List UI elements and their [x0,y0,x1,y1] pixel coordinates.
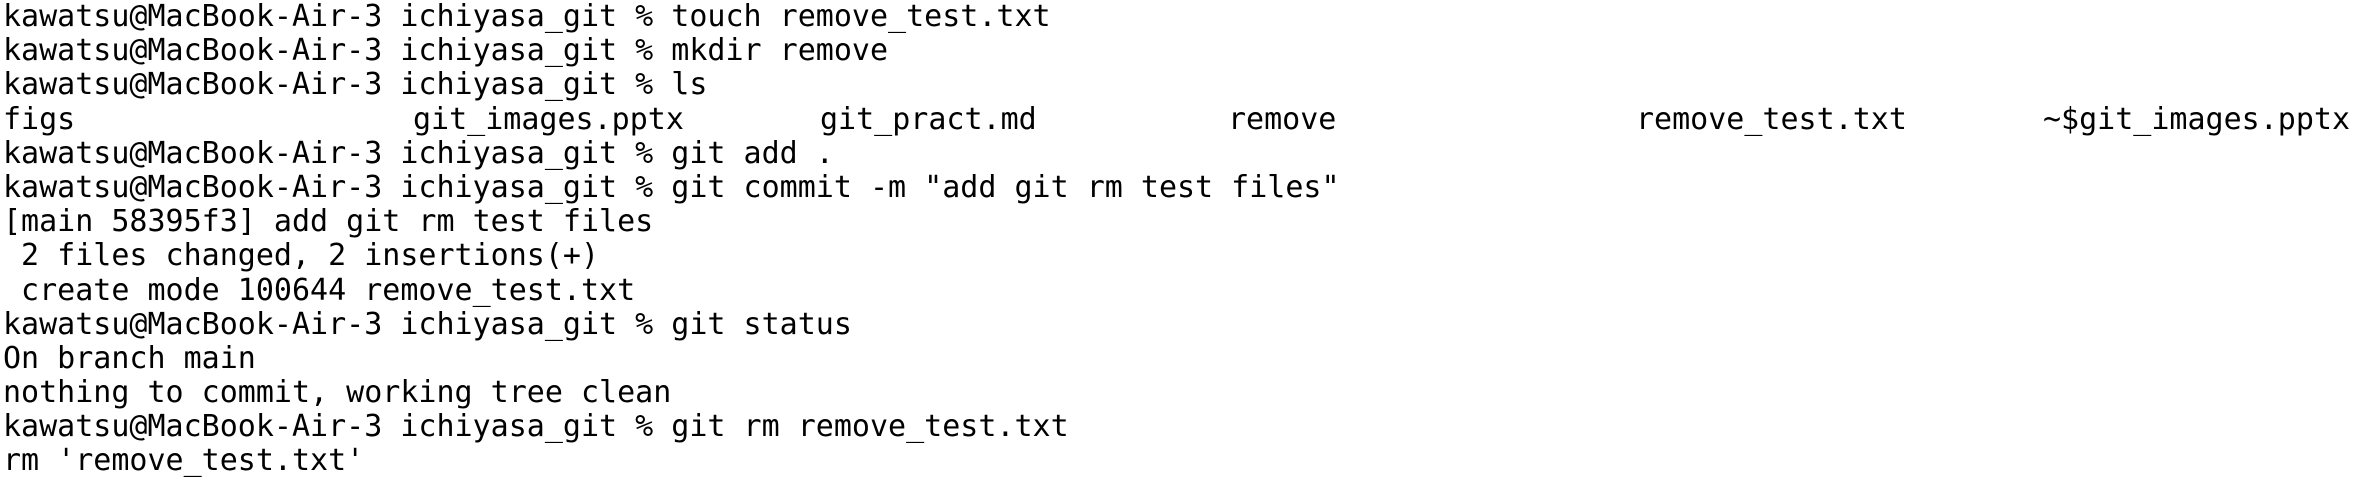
output-line: [main 58395f3] add git rm test files [3,204,654,240]
ls-entry-remove-test-txt: remove_test.txt [1636,101,1907,137]
command-line: kawatsu@MacBook-Air-3 ichiyasa_git % ls [3,67,708,103]
ls-output-row: figs git_images.pptx git_pract.md remove… [3,101,2370,137]
output-line: 2 files changed, 2 insertions(+) [3,238,600,274]
command-line: kawatsu@MacBook-Air-3 ichiyasa_git % git… [3,306,852,342]
command-line: kawatsu@MacBook-Air-3 ichiyasa_git % mkd… [3,33,889,69]
ls-entry-figs: figs [3,101,76,137]
command-line: kawatsu@MacBook-Air-3 ichiyasa_git % tou… [3,0,1051,34]
command-line: kawatsu@MacBook-Air-3 ichiyasa_git % git… [3,169,1340,205]
command-line: kawatsu@MacBook-Air-3 ichiyasa_git % git… [3,409,1069,445]
ls-entry-remove: remove [1228,101,1337,137]
output-line: nothing to commit, working tree clean [3,375,672,411]
output-line: rm 'remove_test.txt' [3,443,365,479]
command-line: kawatsu@MacBook-Air-3 ichiyasa_git % git… [3,135,834,171]
ls-entry-git-pract-md: git_pract.md [820,101,1037,137]
ls-entry-git-images-pptx: git_images.pptx [413,101,684,137]
output-line: create mode 100644 remove_test.txt [3,272,636,308]
ls-entry-temp-git-images-pptx: ~$git_images.pptx [2043,101,2351,137]
output-line: On branch main [3,340,256,376]
